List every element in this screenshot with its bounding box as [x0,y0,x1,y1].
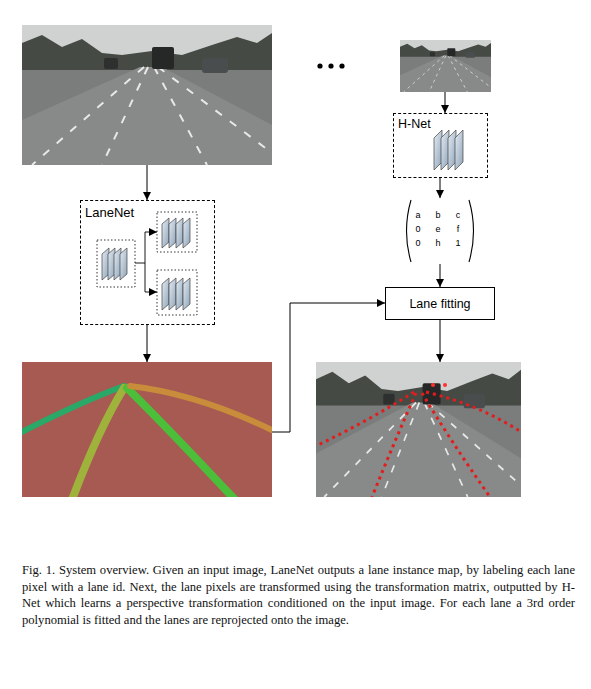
box-label: H-Net [398,117,431,131]
dotted-frame [157,270,197,315]
decoder-icon [157,270,197,315]
layer-slab [176,278,183,310]
dotted-frame [157,212,197,252]
output-photo [316,362,521,497]
lane-instance [70,388,124,497]
matrix-entry: c [448,208,468,222]
fitted-lane [426,392,521,432]
matrix-entry: a [408,208,428,222]
wire [145,292,157,293]
input-image [22,25,272,165]
dot [317,63,322,68]
wire [135,263,145,264]
layer-slab [120,248,127,280]
matrix-entry: 0 [408,236,428,250]
matrix-entry: f [448,222,468,236]
layer-slab [176,218,183,248]
flow-arrow [147,165,148,200]
network-box: LaneNet [80,200,215,325]
flow-arrow [440,320,441,362]
layer-slab [183,218,190,248]
matrix-entry: 0 [408,222,428,236]
matrix-entry: b [428,208,448,222]
box-label: Lane fitting [409,297,470,311]
dot [328,63,333,68]
flow-arrow [147,325,148,362]
layer-slab [169,218,176,248]
output-image [316,362,521,497]
wire [145,232,157,233]
layer-slab [183,278,190,310]
lane-instance [127,388,240,497]
flow-connector [440,178,441,198]
layer-slab [169,278,176,310]
tail-light [443,383,447,387]
layer-slab [162,278,169,310]
wire [145,232,146,292]
instance-map [22,362,272,497]
layer-slab [162,218,169,248]
dot [339,63,344,68]
left-bracket [407,200,412,262]
dotted-frame [97,240,135,287]
network-box: H-Net [393,113,488,178]
layer-slab [455,130,463,170]
matrix-entry: h [428,236,448,250]
encoder-icon [97,240,135,287]
branch-wires [135,232,157,292]
ellipsis-dots [317,63,344,68]
box-label: LaneNet [85,205,134,220]
fitted-lane [316,392,414,446]
lane-instance [130,386,272,434]
process-box: Lane fitting [385,287,495,320]
right-bracket [469,200,474,262]
matrix-entry: 1 [448,236,468,250]
flow-connector [440,264,441,287]
flow-arrow [445,92,446,113]
matrix-node: abc 0ef 0h1 [403,198,477,264]
map-ground [22,362,272,497]
fitted-lane [372,393,416,497]
input-image-small [400,40,491,92]
matrix-entry: e [428,222,448,236]
network-icon [434,130,463,170]
decoder-icon [157,212,197,252]
tail-light [431,383,435,387]
figure-caption: Fig. 1. System overview. Given an input … [22,562,575,628]
